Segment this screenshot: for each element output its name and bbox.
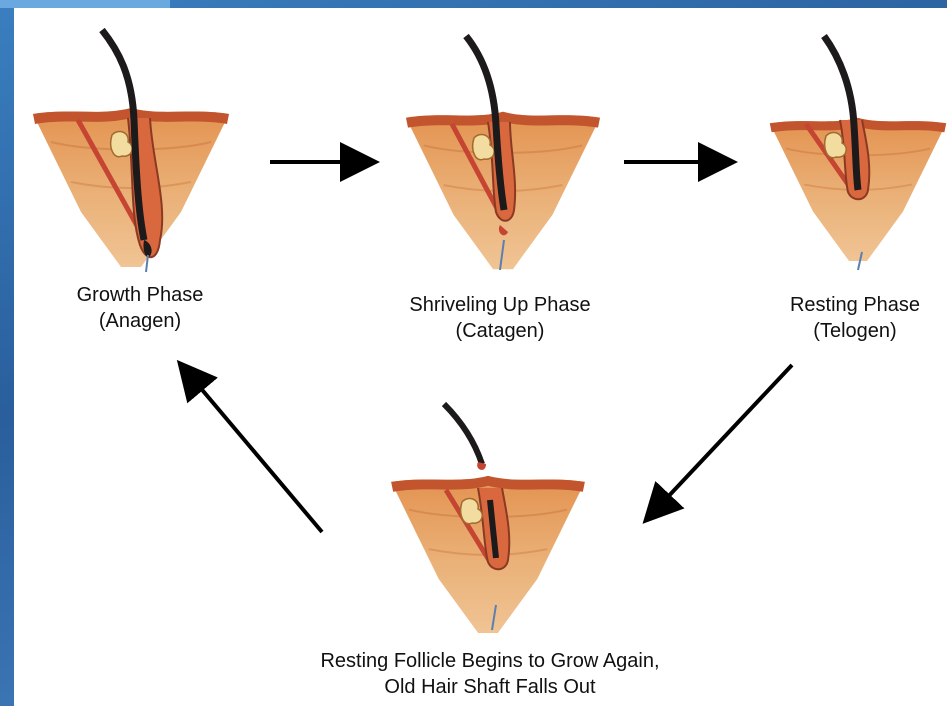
shed-hair-shaft xyxy=(444,404,482,464)
anagen-follicle-illustration xyxy=(33,30,229,272)
catagen-label: Shriveling Up Phase (Catagen) xyxy=(380,292,620,344)
telogen-label: Resting Phase (Telogen) xyxy=(765,292,945,344)
anagen-label: Growth Phase (Anagen) xyxy=(40,282,240,334)
regrowth-label: Resting Follicle Begins to Grow Again, O… xyxy=(270,648,710,700)
catagen-title: Shriveling Up Phase xyxy=(380,292,620,318)
regrowth-title: Resting Follicle Begins to Grow Again, xyxy=(270,648,710,674)
regrowth-follicle-illustration xyxy=(391,404,585,633)
arrow-regrowth-to-anagen xyxy=(182,366,322,532)
anagen-subtitle: (Anagen) xyxy=(40,308,240,334)
catagen-follicle-illustration xyxy=(406,36,600,270)
telogen-title: Resting Phase xyxy=(765,292,945,318)
catagen-subtitle: (Catagen) xyxy=(380,318,620,344)
regrowth-subtitle: Old Hair Shaft Falls Out xyxy=(270,674,710,700)
telogen-subtitle: (Telogen) xyxy=(765,318,945,344)
telogen-follicle-illustration xyxy=(770,36,946,270)
anagen-title: Growth Phase xyxy=(40,282,240,308)
arrow-telogen-to-regrowth xyxy=(648,365,792,518)
